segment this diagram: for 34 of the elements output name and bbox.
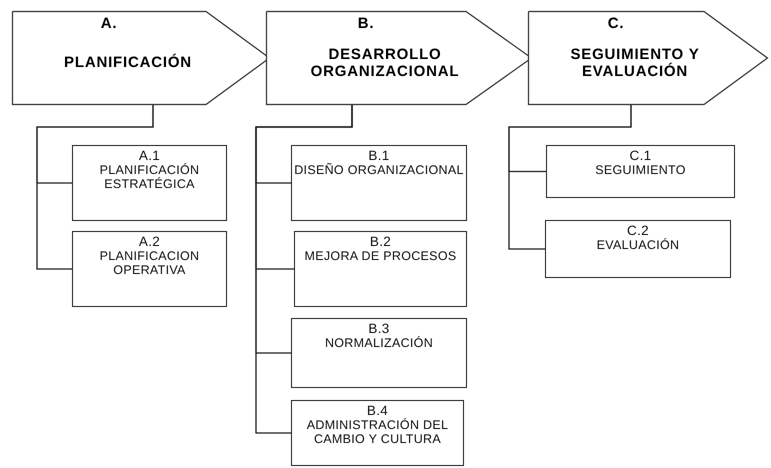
section-number: B. <box>356 15 376 32</box>
section-title: PLANIFICACIÓN <box>63 54 193 71</box>
activity-box <box>291 318 467 388</box>
section-number: B.4 <box>366 404 388 418</box>
phase-arrow-shape <box>528 11 768 105</box>
connector-line <box>255 105 353 434</box>
section-title: SEGUIMIENTO <box>595 163 686 177</box>
section-number: B.3 <box>368 322 390 336</box>
section-title: DISEÑO ORGANIZACIONAL <box>294 163 464 177</box>
section-title: DESARROLLO ORGANIZACIONAL <box>310 46 460 80</box>
section-number: A.2 <box>138 235 160 249</box>
section-title: PLANIFICACION OPERATIVA <box>98 249 200 277</box>
section-number: B.1 <box>368 149 390 163</box>
activity-box <box>294 231 467 307</box>
activity-box <box>545 220 731 278</box>
connector-line <box>36 105 154 270</box>
section-number: C.1 <box>630 149 652 163</box>
section-title: PLANIFICACIÓN ESTRATÉGICA <box>98 163 200 191</box>
section-title: ADMINISTRACIÓN DEL CAMBIO Y CULTURA <box>306 418 450 446</box>
activity-box <box>291 145 467 221</box>
section-title: SEGUIMIENTO Y EVALUACIÓN <box>569 46 701 80</box>
section-number: C.2 <box>627 224 649 238</box>
section-title: MEJORA DE PROCESOS <box>304 249 456 263</box>
section-number: A. <box>100 15 118 32</box>
section-title: EVALUACIÓN <box>596 238 680 252</box>
connector-line <box>508 105 632 250</box>
activity-box <box>72 145 227 221</box>
activity-box <box>546 145 735 198</box>
section-number: B.2 <box>370 235 392 249</box>
section-number: A.1 <box>138 149 160 163</box>
section-title: NORMALIZACIÓN <box>324 336 434 350</box>
activity-box <box>291 400 464 466</box>
activity-box <box>72 231 227 307</box>
section-number: C. <box>606 15 626 32</box>
